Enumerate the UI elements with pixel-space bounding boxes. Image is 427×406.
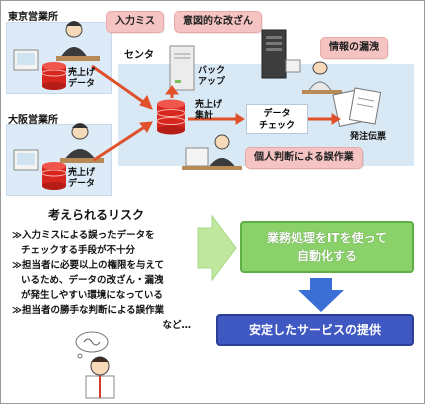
tokyo-sales-data-label: 売上げ データ	[68, 68, 96, 89]
risk-item: ≫担当者の勝手な判断による誤作業	[12, 305, 165, 316]
center-total-label: 売上げ 集計	[195, 100, 223, 121]
personal-judgment-tag: 個人判断による誤作業	[245, 147, 363, 169]
backup-label: バック アップ	[198, 66, 226, 87]
tampering-tag: 意図的な改ざん	[174, 11, 262, 33]
stable-service-box: 安定したサービスの提供	[216, 314, 414, 346]
automation-box: 業務処理をITを使って 自動化する	[240, 221, 414, 273]
tokyo-sales-db	[41, 62, 67, 90]
osaka-sales-db	[41, 162, 67, 190]
risks-list: ≫入力ミスによる誤ったデータを チェックする手段が不十分 ≫担当者に必要以上の権…	[12, 228, 191, 333]
osaka-office-label: 大阪営業所	[8, 115, 58, 126]
risk-item: ≫担当者に必要以上の権限を与えて	[12, 260, 164, 271]
worried-person-illustration	[75, 331, 115, 399]
backup-server-icon	[169, 45, 195, 91]
big-green-arrow	[197, 214, 237, 282]
osaka-staff-illustration	[13, 123, 104, 171]
risk-item-continued: チェックする手段が不十分	[21, 245, 136, 256]
leaking-person-illustration	[302, 61, 342, 94]
invoice-label: 発注伝票	[350, 132, 387, 142]
automation-text: 業務処理をITを使って 自動化する	[266, 231, 388, 263]
center-label: センタ	[124, 50, 154, 61]
osaka-sales-data-label: 売上げ データ	[68, 168, 96, 189]
stable-service-text: 安定したサービスの提供	[248, 323, 381, 337]
operator-illustration	[182, 134, 242, 170]
big-blue-arrow	[298, 278, 344, 312]
risk-item-continued: など…	[162, 320, 191, 331]
input-error-tag: 入力ミス	[106, 11, 164, 33]
data-check-box: データ チェック	[246, 104, 308, 134]
tokyo-staff-illustration	[13, 21, 100, 71]
center-total-db	[156, 99, 186, 135]
risk-item: ≫入力ミスによる誤ったデータを	[12, 230, 155, 241]
leak-tag: 情報の漏洩	[320, 37, 388, 59]
tokyo-office-label: 東京営業所	[8, 12, 58, 23]
flow-arrows	[91, 64, 341, 162]
risk-item-continued: いるため、データの改ざん・漏洩	[21, 275, 164, 286]
risks-title: 考えられるリスク	[48, 208, 145, 222]
invoice-documents-icon	[332, 87, 382, 127]
main-server-icon	[261, 29, 301, 79]
risk-item-continued: が発生しやすい環境になっている	[21, 290, 163, 301]
